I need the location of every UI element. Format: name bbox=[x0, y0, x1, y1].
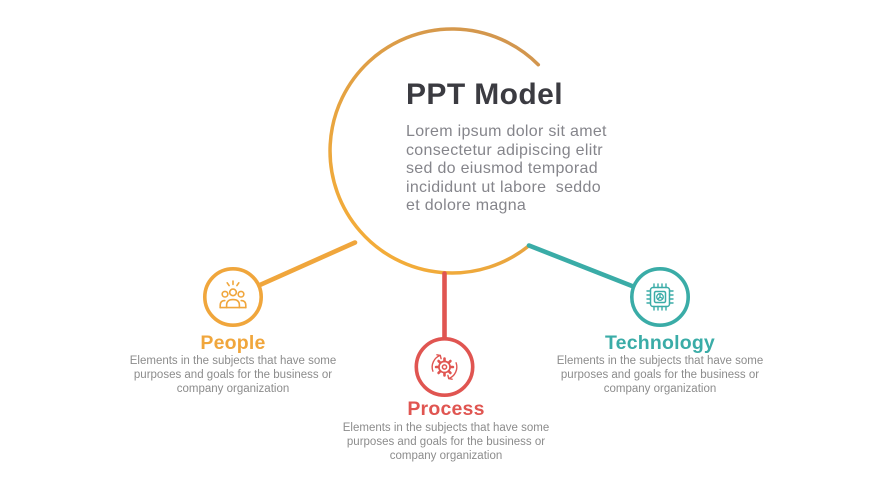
main-circle-arc bbox=[328, 27, 541, 275]
page-title: PPT Model bbox=[406, 78, 563, 111]
technology-description: Elements in the subjects that have some … bbox=[556, 355, 764, 395]
people-group-icon bbox=[219, 280, 247, 309]
process-gear-icon bbox=[431, 354, 458, 380]
process-description: Elements in the subjects that have some … bbox=[342, 422, 550, 462]
people-description: Elements in the subjects that have some … bbox=[129, 355, 337, 395]
technology-label: Technology bbox=[605, 332, 715, 354]
technology-chip-icon bbox=[646, 283, 674, 311]
people-circle bbox=[203, 266, 264, 327]
page-subtitle: Lorem ipsum dolor sit amet consectetur a… bbox=[406, 123, 607, 215]
people-label: People bbox=[200, 332, 266, 354]
process-circle bbox=[414, 336, 475, 397]
process-label: Process bbox=[407, 398, 485, 420]
